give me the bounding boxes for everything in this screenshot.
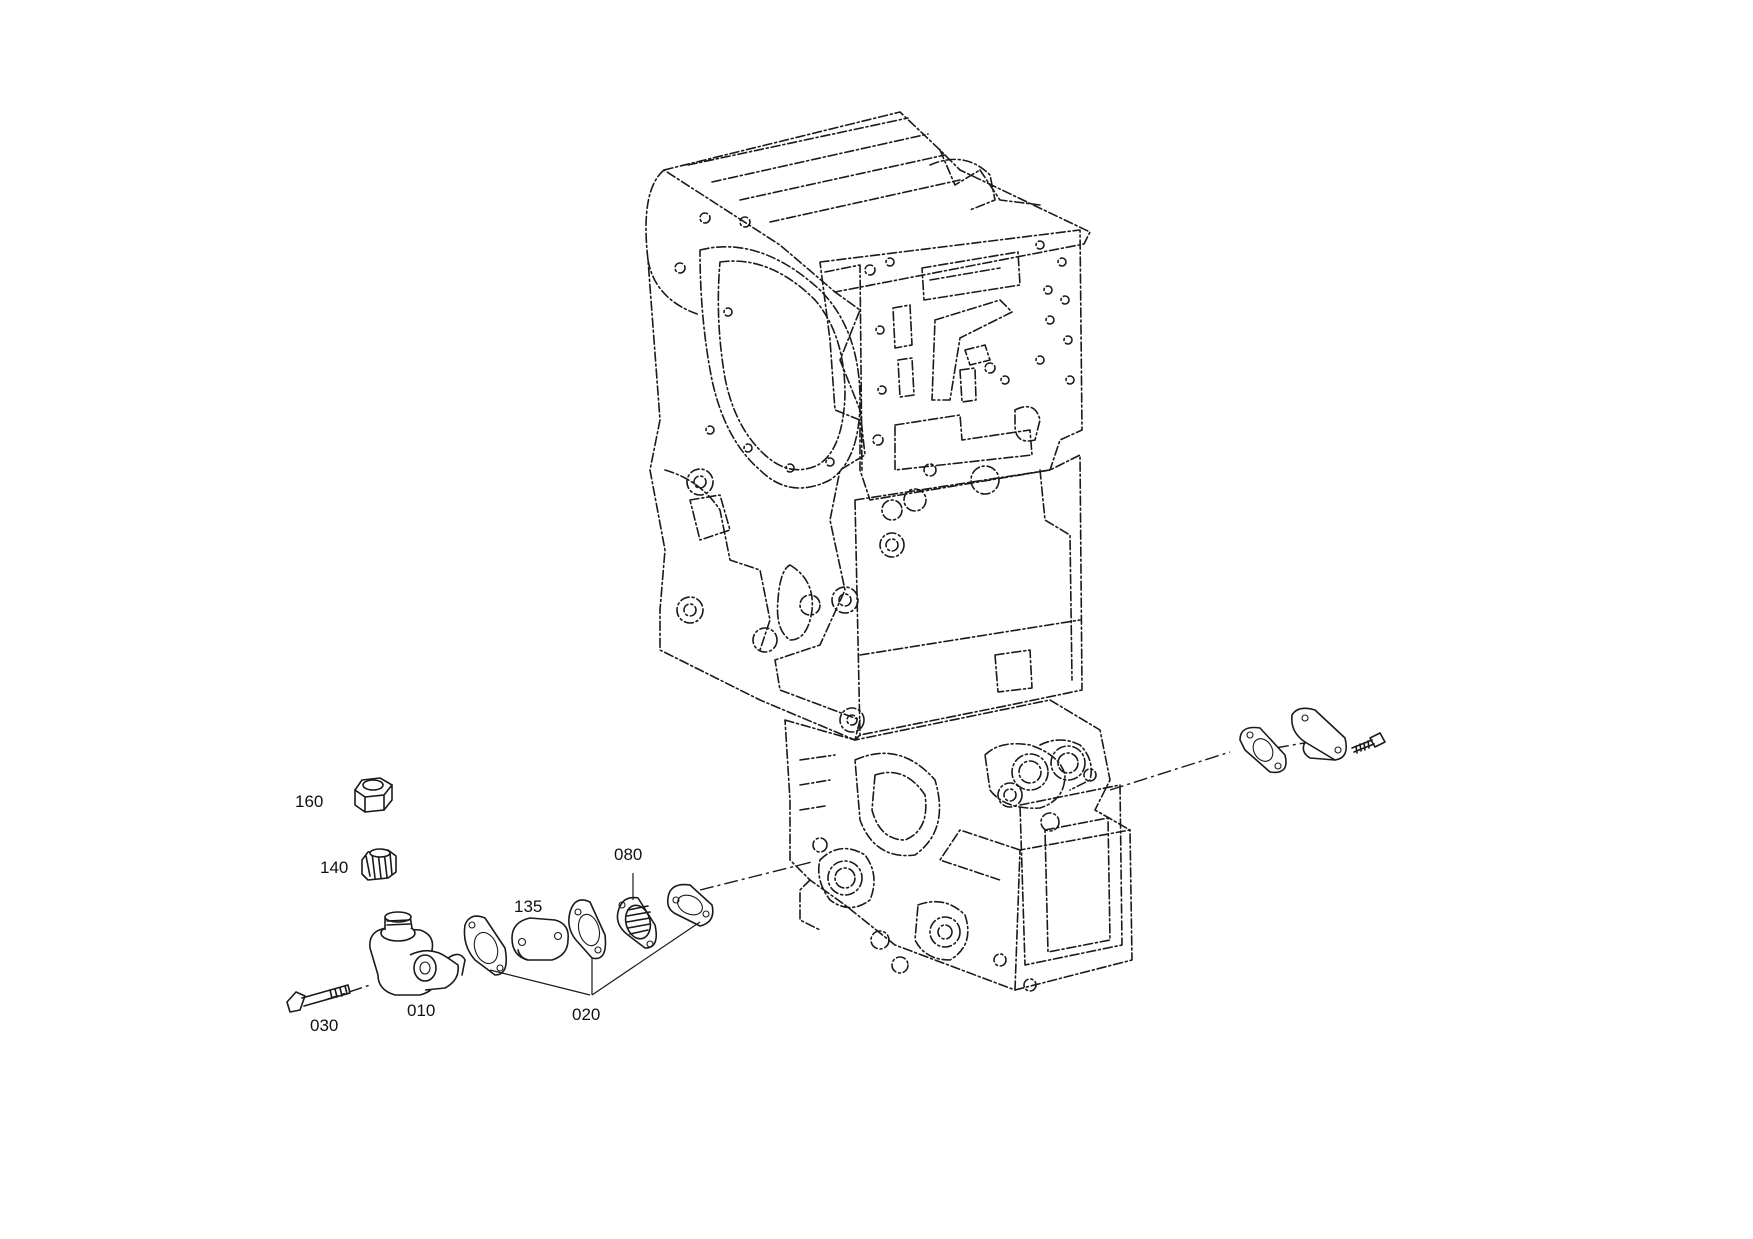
part-135-cover-plate	[511, 917, 570, 961]
callout-030: 030	[310, 1016, 338, 1035]
part-020-gasket-middle	[568, 899, 607, 960]
right-cover-gasket	[1239, 726, 1287, 774]
right-cap-screw	[1351, 732, 1386, 754]
callout-labels: 160 140 135 080 030 010 020	[295, 792, 642, 1035]
part-020-gasket-right	[666, 883, 714, 927]
callout-020: 020	[572, 1005, 600, 1024]
assembly-axis-lines	[324, 741, 1311, 1001]
part-140-threaded-plug	[361, 848, 397, 881]
leader-lines	[489, 873, 701, 996]
part-020-gasket-left	[463, 915, 508, 976]
callout-080: 080	[614, 845, 642, 864]
callout-010: 010	[407, 1001, 435, 1020]
part-030-bolt	[286, 984, 351, 1013]
callout-140: 140	[320, 858, 348, 877]
part-010-fitting	[369, 911, 466, 996]
right-cover-plate	[1290, 707, 1348, 761]
part-080-strainer	[616, 896, 658, 949]
part-160-hex-nut	[354, 777, 393, 813]
transmission-housing	[645, 111, 1133, 992]
callout-135: 135	[514, 897, 542, 916]
callout-160: 160	[295, 792, 323, 811]
